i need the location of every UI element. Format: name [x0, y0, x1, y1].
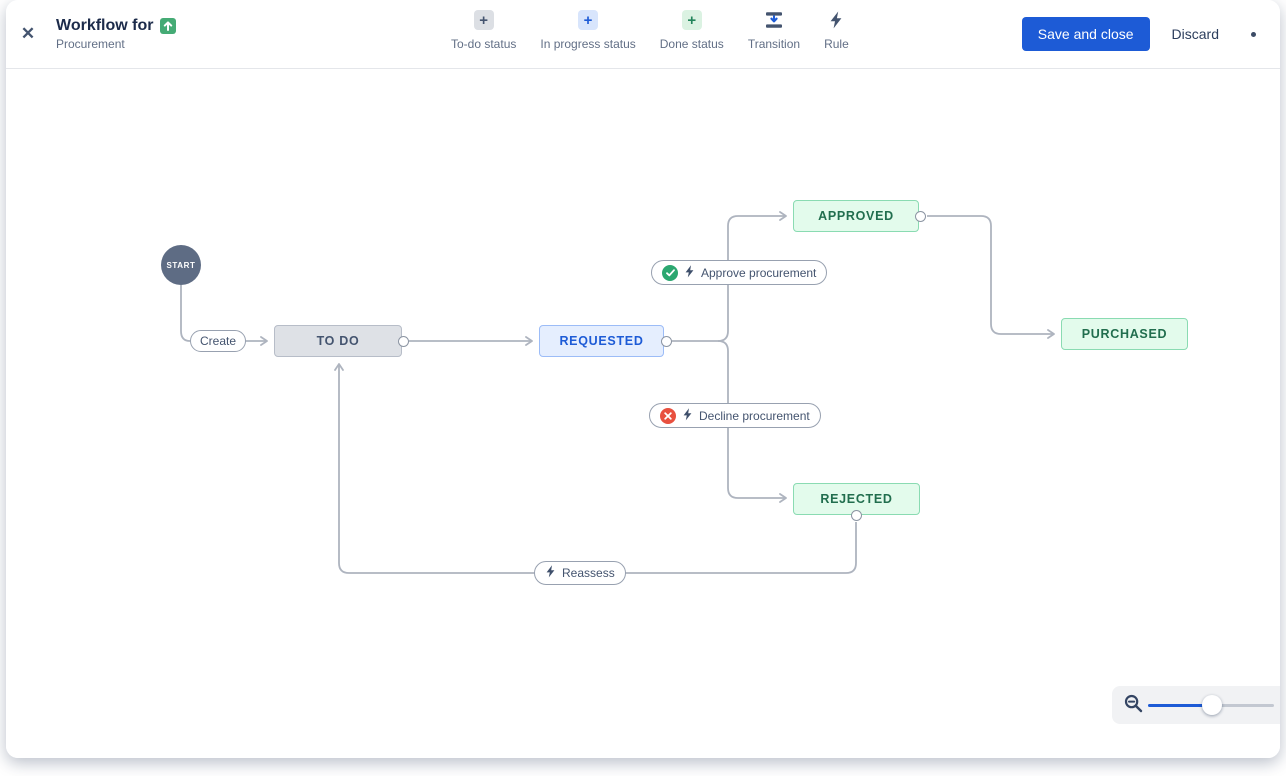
- tool-label: Transition: [747, 37, 801, 51]
- edge-requested-to-rejected: [717, 340, 787, 503]
- save-and-close-button[interactable]: Save and close: [1021, 17, 1150, 51]
- add-rule-button[interactable]: Rule: [824, 10, 849, 51]
- edge-start-to-create: [180, 285, 191, 342]
- page-title: Workflow for: [56, 17, 154, 34]
- tool-label: Done status: [659, 37, 724, 51]
- status-purchased[interactable]: PURCHASED: [1061, 318, 1188, 350]
- status-rejected[interactable]: REJECTED: [793, 483, 920, 515]
- zoom-out-button[interactable]: [1112, 686, 1146, 724]
- plus-icon: +: [578, 10, 599, 30]
- status-requested[interactable]: REQUESTED: [539, 325, 664, 357]
- edge-rejected-to-todo: [334, 363, 857, 574]
- zoom-slider-thumb[interactable]: [1202, 695, 1222, 715]
- port-requested-right[interactable]: [661, 336, 672, 347]
- workflow-editor-window: ✕ Workflow for Procurement + To-do statu…: [6, 0, 1280, 758]
- transition-approve-procurement[interactable]: Approve procurement: [651, 260, 828, 285]
- edge-approved-to-purchased: [927, 215, 1055, 339]
- editor-header: ✕ Workflow for Procurement + To-do statu…: [6, 0, 1280, 69]
- tool-label: Rule: [824, 37, 849, 51]
- close-icon: ✕: [20, 24, 36, 43]
- transition-label: Create: [200, 334, 237, 348]
- improvement-issue-type-icon: [160, 18, 177, 34]
- cross-circle-icon: [660, 407, 676, 424]
- header-actions: Save and close Discard: [1021, 0, 1264, 68]
- add-done-status-button[interactable]: + Done status: [660, 10, 724, 51]
- status-todo[interactable]: TO DO: [274, 325, 402, 357]
- workflow-edges: [180, 211, 1055, 574]
- zoom-slider-fill: [1148, 703, 1210, 707]
- plus-icon: +: [681, 10, 702, 30]
- port-approved-right[interactable]: [915, 211, 926, 222]
- discard-button[interactable]: Discard: [1160, 26, 1231, 42]
- transition-reassess[interactable]: Reassess: [534, 561, 626, 585]
- port-rejected-bottom[interactable]: [851, 510, 862, 521]
- port-todo-right[interactable]: [398, 336, 409, 347]
- toolbar: + To-do status + In progress status + Do…: [451, 10, 849, 51]
- lightning-icon: [684, 264, 695, 281]
- workflow-subtitle: Procurement: [56, 37, 125, 51]
- add-todo-status-button[interactable]: + To-do status: [451, 10, 516, 51]
- tool-label: In progress status: [540, 37, 636, 51]
- zoom-slider[interactable]: [1148, 695, 1274, 715]
- zoom-slider-track: [1220, 703, 1274, 707]
- zoom-out-icon: [1124, 694, 1143, 716]
- status-approved[interactable]: APPROVED: [793, 200, 919, 232]
- add-transition-button[interactable]: Transition: [748, 10, 800, 51]
- zoom-control: [1112, 686, 1280, 724]
- plus-icon: +: [473, 10, 494, 30]
- workflow-canvas[interactable]: START TO DO REQUESTED APPROVED PURCHASED…: [6, 68, 1280, 758]
- transition-label: Decline procurement: [699, 408, 810, 423]
- transition-icon: [764, 10, 784, 30]
- transition-label: Approve procurement: [701, 265, 817, 280]
- add-in-progress-status-button[interactable]: + In progress status: [540, 10, 636, 51]
- transition-decline-procurement[interactable]: Decline procurement: [649, 403, 821, 428]
- transition-create[interactable]: Create: [190, 330, 247, 352]
- lightning-icon: [545, 565, 556, 581]
- lightning-icon: [682, 407, 693, 424]
- title-block: Workflow for Procurement: [56, 17, 177, 51]
- unsaved-indicator-dot: [1251, 31, 1256, 37]
- close-button[interactable]: ✕: [12, 18, 44, 50]
- start-node[interactable]: START: [161, 245, 201, 285]
- lightning-icon: [826, 10, 846, 30]
- tool-label: To-do status: [451, 37, 517, 51]
- check-circle-icon: [662, 264, 678, 281]
- transition-label: Reassess: [562, 566, 615, 580]
